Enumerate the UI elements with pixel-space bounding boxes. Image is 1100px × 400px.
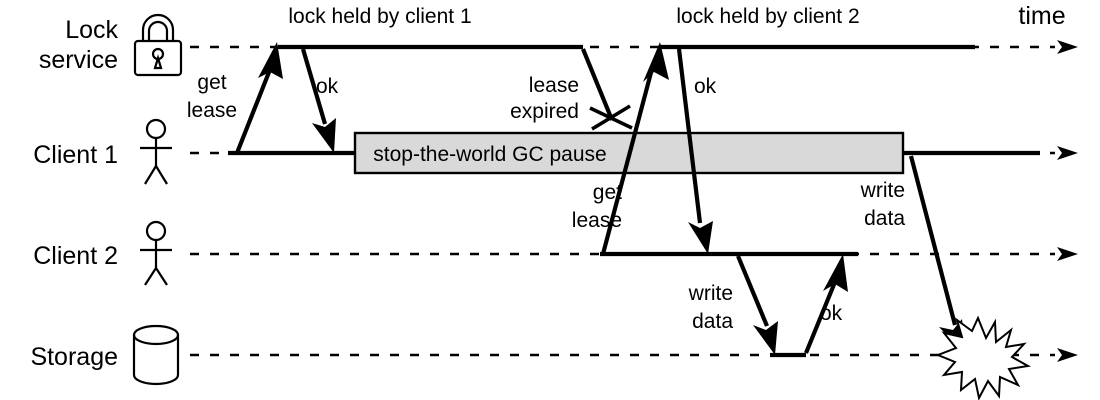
time-arrowhead-storage [1057,348,1078,362]
message-get-lease-1-label-line1: get [197,71,226,94]
message-ok-1-label: ok [316,75,339,98]
lane-label-client-1: Client 1 [33,141,118,169]
message-write-data-client-2-label-line1: write [688,282,733,305]
message-ok-storage-label: ok [820,302,843,325]
message-lease-expired-label-line2: expired [510,100,579,123]
lane-label-client-1-line1: Client 1 [33,141,118,169]
message-write-data-client-1-label-line2: data [864,207,905,230]
annotation-lock-held-by-client-1: lock held by client 1 [288,5,471,28]
message-get-lease-1-label-line2: lease [187,99,237,122]
time-arrowhead-client-2 [1057,247,1078,261]
annotation-time-axis: time [1018,2,1065,30]
annotation-lock-held-by-client-2: lock held by client 2 [676,5,859,28]
stick-figure-icon-client-1 [140,118,172,185]
lane-label-lock-service-line1: Lock [65,16,118,44]
message-write-data-client-2-label-line2: data [692,310,733,333]
time-arrowhead-client-1 [1057,146,1078,160]
lane-label-client-2: Client 2 [33,242,118,270]
stick-figure-icon-client-2 [140,220,172,286]
padlock-icon [133,13,183,77]
lane-label-lock-service: Lock service [39,16,119,74]
message-ok-2: ok [676,48,717,254]
message-write-data-client-2: write data [688,255,778,355]
message-write-data-client-1: write data [860,155,966,355]
database-cylinder-icon [132,324,180,386]
lane-label-storage: Storage [30,343,118,371]
lane-label-lock-service-line2: service [39,46,118,74]
time-arrowhead-lock-service [1057,40,1078,54]
message-get-lease-2: get lease [572,42,669,255]
message-ok-1: ok [300,48,339,153]
message-lease-expired: lease expired [510,48,633,131]
message-ok-storage: ok [804,254,848,354]
message-lease-expired-label-line1: lease [529,74,579,97]
stop-the-world-gc-pause-label: stop-the-world GC pause [373,143,606,166]
stop-the-world-gc-pause-box [353,131,905,175]
message-ok-2-label: ok [694,75,717,98]
write-conflict-burst-icon [935,315,1031,400]
lane-label-client-2-line1: Client 2 [33,242,118,270]
lane-label-storage-line1: Storage [30,343,118,371]
message-get-lease-2-label-line2: lease [572,209,622,232]
message-get-lease-2-label-line1: get [593,181,622,204]
message-get-lease-1: get lease [187,42,283,154]
message-write-data-client-1-label-line1: write [860,179,905,202]
